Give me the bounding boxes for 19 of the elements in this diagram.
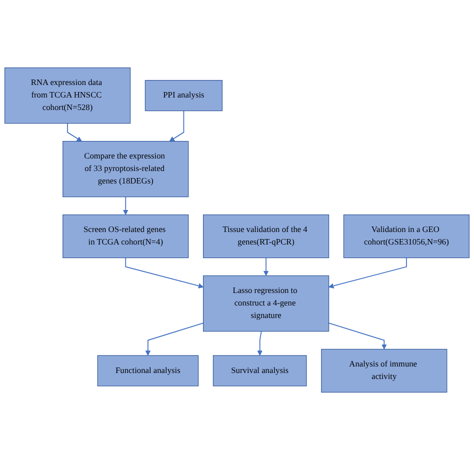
node-box: Lasso regression to construct a 4-gene signature <box>203 276 330 332</box>
node-box: Functional analysis <box>97 356 199 387</box>
arrow <box>257 331 262 356</box>
node-box: Compare the expression of 33 pyroptosis-related genes (18DEGs) <box>62 141 189 198</box>
arrow <box>328 323 387 350</box>
arrow <box>263 258 269 276</box>
arrow <box>123 196 128 216</box>
arrow <box>145 323 204 356</box>
node-box: RNA expression data from TCGA HNSCC cohort(N=528) <box>4 68 131 124</box>
node-box: Analysis of immune activity <box>321 349 448 394</box>
node-box: PPI analysis <box>144 80 222 112</box>
arrow <box>67 123 82 142</box>
node-box: Screen OS-related genes in TCGA cohort(N=4) <box>62 214 189 259</box>
arrow <box>169 110 184 142</box>
node-box: Validation in a GEO cohort(GSE31056,N=96) <box>343 214 470 259</box>
node-box: Tissue validation of the 4 genes(RT-qPCR) <box>203 214 330 259</box>
arrow <box>125 258 204 289</box>
arrow <box>328 258 407 289</box>
node-box: Survival analysis <box>212 356 307 387</box>
